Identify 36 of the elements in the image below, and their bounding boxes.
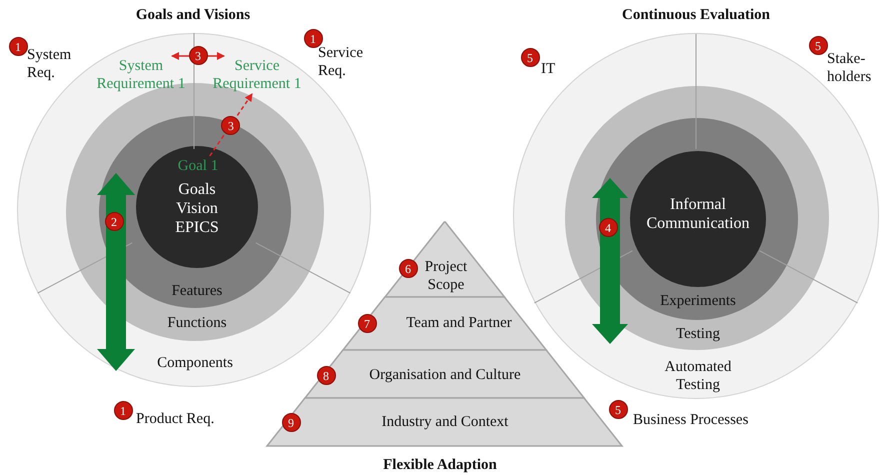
ring-label: Goals Vision EPICS — [174, 180, 220, 238]
tier-label: Organisation and Culture — [368, 366, 522, 384]
ring-label: Automated Testing — [664, 358, 732, 394]
pyramid-tier — [342, 297, 546, 350]
callout-number: 6 — [398, 258, 418, 278]
tier-label: Industry and Context — [380, 413, 510, 431]
tier-label: Team and Partner — [405, 314, 513, 332]
pyramid-tier — [304, 350, 584, 398]
ring-label: Experiments — [659, 292, 737, 310]
callout-number: 5 — [608, 400, 628, 418]
ring-label: Informal Communication — [645, 194, 751, 234]
callout-number: 1 — [8, 36, 28, 56]
callout-number: 1 — [304, 28, 322, 48]
category-label: IT — [541, 60, 556, 78]
section-title: Flexible Adaption — [382, 456, 498, 474]
ring-label: Components — [156, 354, 234, 372]
callout-number: 5 — [520, 48, 540, 66]
requirement-label: Goal 1 — [169, 157, 227, 176]
category-label: Stake- holders — [827, 50, 872, 86]
callout-number: 1 — [114, 400, 132, 420]
arrow — [209, 93, 253, 156]
category-label: System Req. — [27, 46, 72, 82]
callout-number: 7 — [358, 314, 376, 332]
callout-number: 5 — [808, 36, 828, 54]
section-title: Goals and Visions — [134, 6, 252, 24]
ring-label: Functions — [166, 314, 228, 332]
category-label: Product Req. — [136, 410, 216, 428]
callout-number: 8 — [316, 366, 336, 384]
category-label: Business Processes — [633, 411, 750, 429]
ring-label: Features — [170, 282, 224, 300]
ring-label: Testing — [675, 325, 721, 343]
tier-label: Project Scope — [424, 258, 468, 294]
pyramid-tier — [384, 222, 504, 297]
section-title: Continuous Evaluation — [621, 6, 771, 24]
arrow — [171, 52, 225, 60]
pyramid-tier — [267, 398, 622, 446]
